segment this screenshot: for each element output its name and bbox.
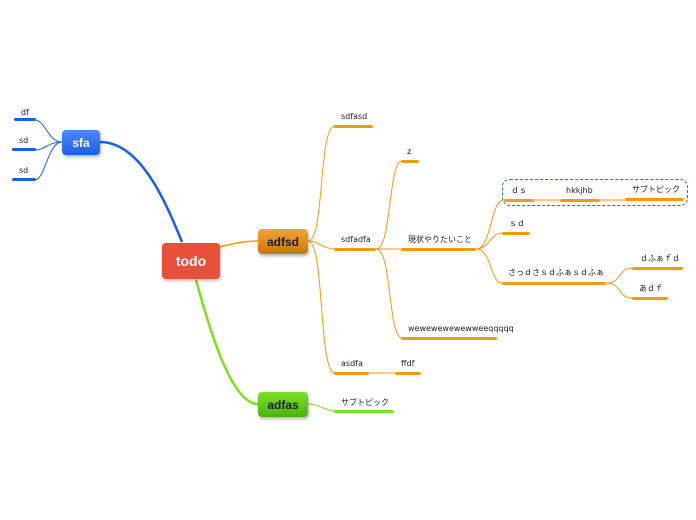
link-genjo-ds (475, 199, 505, 250)
subtopic-sassd-bar[interactable] (502, 282, 606, 285)
subtopic-sd2-bar[interactable] (12, 178, 36, 181)
link-adfsd-sdfadfa (307, 240, 336, 250)
subtopic-boundary-sub-label: サブトピック (632, 185, 680, 194)
link-sfa-sd2 (34, 141, 63, 181)
subtopic-adf-bar[interactable] (632, 297, 668, 300)
link-sdfadfa-wewe (375, 248, 403, 339)
link-root-adfsd (219, 240, 259, 248)
link-adfsd-sdfasd (307, 125, 336, 242)
link-sdfadfa-z (375, 160, 403, 250)
topic-adfas[interactable]: adfas (258, 392, 308, 417)
link-root-adfas (194, 279, 259, 406)
subtopic-df-label: df (21, 108, 29, 117)
subtopic-sd-bar[interactable] (502, 232, 530, 235)
subtopic-sd1-label: sd (19, 136, 29, 145)
link-genjo-sassd (475, 248, 503, 284)
subtopic-sdfasd-label: sdfasd (341, 112, 368, 121)
link-sfa-df (34, 119, 63, 143)
subtopic-genjo-bar[interactable] (401, 248, 476, 251)
root-node[interactable]: todo (162, 243, 220, 279)
subtopic-ds-bar[interactable] (504, 199, 534, 202)
link-adfas-sub (307, 403, 336, 412)
root-label: todo (175, 253, 207, 269)
topic-sfa-label: sfa (72, 135, 90, 150)
subtopic-wewe-label: wewewewewewweeqqqqq (408, 324, 514, 333)
boundary-box[interactable] (502, 179, 688, 206)
subtopic-z-label: z (407, 147, 412, 156)
topic-adfsd[interactable]: adfsd (258, 229, 308, 254)
subtopic-dfafd-bar[interactable] (632, 267, 683, 270)
subtopic-ffdf-label: ffdf (401, 359, 415, 368)
subtopic-hkkjhb-bar[interactable] (560, 199, 600, 202)
subtopic-boundary-sub-bar[interactable] (625, 198, 684, 201)
link-genjo-sd (475, 232, 503, 250)
subtopic-df-bar[interactable] (14, 118, 36, 121)
subtopic-sd1-bar[interactable] (12, 148, 36, 151)
subtopic-adf-label: あｄｆ (639, 284, 663, 293)
subtopic-z-bar[interactable] (401, 160, 419, 163)
subtopic-sd-label: ｓｄ (509, 219, 525, 228)
subtopic-hkkjhb-label: hkkjhb (566, 186, 593, 195)
subtopic-sd2-label: sd (19, 166, 29, 175)
subtopic-sdfasd-bar[interactable] (334, 125, 373, 128)
link-sassd-dfafd (605, 267, 633, 284)
subtopic-ds-label: ｄｓ (511, 186, 527, 195)
subtopic-adfas-sub-label: サブトピック (341, 398, 389, 407)
topic-adfsd-label: adfsd (266, 234, 299, 249)
subtopic-asdfa-label: asdfa (341, 359, 363, 368)
subtopic-wewe-bar[interactable] (401, 337, 497, 340)
link-sassd-adf (605, 282, 633, 299)
subtopic-dfafd-label: ｄふぁｆｄ (640, 254, 680, 263)
topic-sfa[interactable]: sfa (62, 130, 100, 155)
subtopic-sdfadfa-label: sdfadfa (341, 235, 371, 244)
subtopic-sdfadfa-bar[interactable] (334, 248, 376, 251)
topic-adfas-label: adfas (267, 397, 299, 412)
subtopic-ffdf-bar[interactable] (395, 372, 421, 375)
subtopic-sassd-label: さっｄさｓｄふぁｓｄふぁ (508, 268, 604, 277)
subtopic-adfas-sub-bar[interactable] (334, 410, 394, 413)
link-root-sfa (99, 140, 184, 243)
subtopic-genjo-label: 現状やりたいこと (408, 235, 472, 244)
subtopic-asdfa-bar[interactable] (334, 372, 369, 375)
link-adfsd-asdfa (307, 240, 336, 374)
